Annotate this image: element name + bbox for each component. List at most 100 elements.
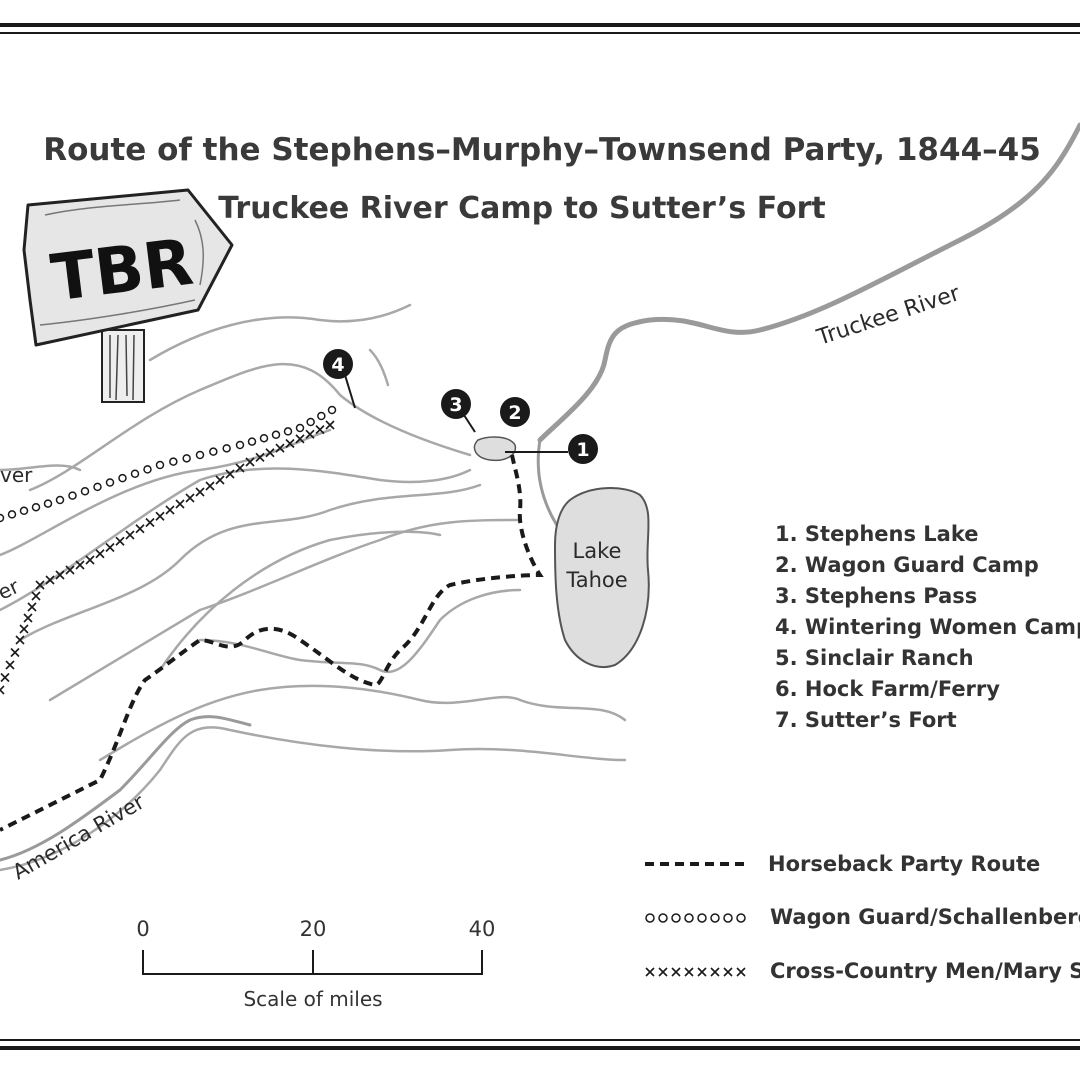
route-cross-mark	[736, 967, 746, 977]
lake-tahoe-label-2: Tahoe	[565, 568, 627, 592]
route-circle-mark	[736, 913, 746, 923]
route-cross-mark	[325, 420, 335, 430]
horseback-route-line	[0, 454, 544, 832]
route-cross-mark	[710, 967, 720, 977]
route-circle-mark	[169, 457, 178, 466]
legend-crosses-symbol	[645, 967, 746, 977]
route-circle-mark	[43, 499, 53, 508]
route-cross-mark	[185, 493, 195, 503]
route-circle-mark	[55, 495, 65, 505]
sign-text: TBR	[47, 226, 197, 317]
place-6: 6. Hock Farm/Ferry	[775, 677, 1000, 701]
tbr-sign: TBR	[22, 188, 234, 403]
route-circle-mark	[306, 417, 315, 427]
america-river	[0, 715, 252, 862]
place-7: 7. Sutter’s Fort	[775, 708, 957, 732]
route-cross-mark	[27, 602, 37, 612]
route-circle-mark	[68, 491, 77, 500]
route-cross-mark	[0, 685, 5, 695]
route-circle-mark	[247, 437, 257, 446]
route-cross-mark	[295, 434, 305, 444]
route-cross-mark	[165, 505, 175, 515]
route-cross-mark	[105, 542, 115, 553]
route-cross-mark	[23, 613, 33, 623]
truckee-river	[537, 122, 1080, 443]
stephens-lake	[473, 436, 517, 462]
route-circle-mark	[31, 502, 41, 512]
route-cross-mark	[285, 438, 295, 449]
route-circle-mark	[684, 913, 694, 923]
cross-country-route	[0, 420, 335, 695]
route-circle-mark	[317, 411, 326, 421]
route-cross-mark	[45, 575, 55, 585]
place-3: 3. Stephens Pass	[775, 584, 977, 608]
route-cross-mark	[65, 565, 75, 575]
route-circle-mark	[658, 913, 668, 923]
route-circle-mark	[19, 506, 29, 516]
route-cross-mark	[5, 660, 15, 670]
map-subtitle: Truckee River Camp to Sutter’s Fort	[218, 191, 826, 226]
america-river-label: America River	[9, 790, 149, 885]
route-circle-mark	[697, 913, 707, 923]
route-cross-mark	[225, 469, 235, 479]
legend: Horseback Party Route Wagon Guard/Schall…	[645, 852, 1080, 983]
map-title: Route of the Stephens–Murphy–Townsend Pa…	[43, 132, 1041, 168]
route-circle-mark	[130, 469, 140, 478]
route-cross-mark	[55, 570, 65, 580]
route-circle-mark	[93, 482, 102, 492]
legend-circles-symbol	[645, 913, 746, 923]
lake-tahoe-label-1: Lake	[573, 539, 622, 563]
route-cross-mark	[19, 624, 29, 634]
route-cross-mark	[145, 517, 155, 528]
truckee-outlet	[536, 438, 562, 532]
truckee-river-label: Truckee River	[813, 281, 964, 351]
marker-3: 3	[441, 389, 476, 433]
route-cross-mark	[684, 967, 694, 977]
terrain-lines	[0, 303, 627, 872]
scale-tick-0: 0	[136, 917, 149, 941]
marker-2: 2	[500, 397, 530, 427]
route-cross-mark	[697, 967, 707, 977]
route-cross-mark	[265, 448, 275, 458]
route-cross-mark	[245, 457, 255, 467]
route-circle-mark	[645, 913, 655, 923]
route-cross-mark	[10, 647, 20, 658]
river-label-fragment-upper: ver	[0, 463, 33, 487]
places-list: 1. Stephens Lake 2. Wagon Guard Camp 3. …	[775, 522, 1080, 732]
marker-1-label: 1	[576, 439, 589, 461]
route-circle-mark	[7, 510, 17, 519]
route-cross-mark	[75, 560, 85, 570]
route-cross-mark	[15, 635, 25, 645]
route-circle-mark	[118, 473, 127, 483]
route-circle-mark	[80, 487, 90, 496]
scale-tick-40: 40	[469, 917, 496, 941]
route-circle-mark	[155, 460, 165, 470]
route-cross-mark	[723, 967, 733, 977]
route-cross-mark	[135, 524, 145, 534]
route-circle-mark	[0, 513, 5, 523]
route-cross-mark	[215, 475, 225, 485]
route-cross-mark	[115, 536, 125, 546]
sign-post	[101, 329, 145, 403]
route-cross-mark	[85, 555, 95, 565]
frame-border	[0, 23, 1080, 1050]
route-circle-mark	[671, 913, 681, 923]
route-circle-mark	[259, 433, 269, 443]
route-cross-mark	[275, 443, 285, 453]
route-circle-mark	[723, 913, 733, 923]
marker-2-label: 2	[508, 402, 521, 424]
legend-wagon-label: Wagon Guard/Schallenberg	[770, 905, 1080, 929]
place-1: 1. Stephens Lake	[775, 522, 979, 546]
route-circle-mark	[283, 427, 293, 436]
scale-tick-20: 20	[300, 917, 327, 941]
lake-tahoe	[553, 487, 650, 668]
legend-horseback-label: Horseback Party Route	[768, 852, 1040, 876]
route-cross-mark	[125, 530, 135, 540]
place-2: 2. Wagon Guard Camp	[775, 553, 1039, 577]
route-circle-mark	[143, 465, 152, 474]
route-cross-mark	[315, 425, 325, 435]
route-cross-mark	[155, 511, 165, 521]
marker-1: 1	[505, 434, 598, 464]
route-circle-mark	[195, 450, 205, 460]
